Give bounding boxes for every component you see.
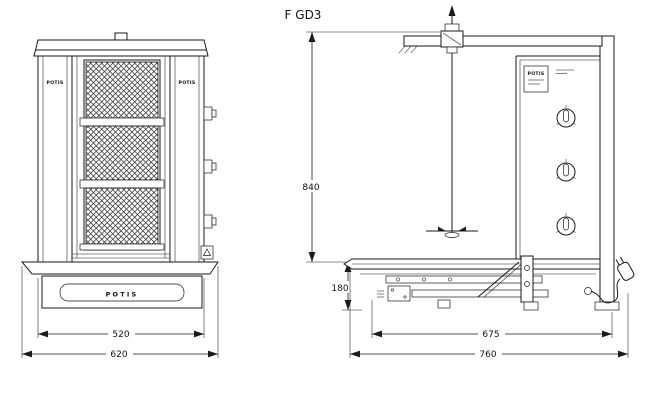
dim-label-520: 520 xyxy=(112,330,129,340)
right-column-brand-label: POTIS xyxy=(179,80,196,86)
burner-mesh-bottom xyxy=(85,187,159,245)
dimension-front-outer-width: 620 xyxy=(21,266,219,360)
brand-plate: POTIS xyxy=(523,65,549,93)
top-arm xyxy=(398,35,603,54)
dimension-height: 840 xyxy=(298,31,440,263)
skewer-tip-icon xyxy=(448,5,456,16)
drawing-title: F GD3 xyxy=(285,8,322,22)
junction-box xyxy=(377,285,411,302)
dim-label-675: 675 xyxy=(482,330,499,340)
valve-knob-icon xyxy=(203,214,217,229)
drawer-front: POTIS xyxy=(41,275,203,309)
drip-tray-front xyxy=(20,253,219,275)
burner-bottom-bar xyxy=(79,243,165,251)
base-foot xyxy=(523,301,539,311)
burner-divider-bar xyxy=(79,179,165,189)
dimension-side-outer-depth: 760 xyxy=(349,272,629,360)
top-cap xyxy=(33,32,209,57)
burner-grid-panels xyxy=(79,59,165,251)
panel-brand-label: POTIS xyxy=(528,71,545,77)
valve-knob-icon xyxy=(203,106,217,121)
dimension-front-inner-width: 520 xyxy=(37,278,205,340)
control-knob-icon xyxy=(556,213,576,236)
dim-label-620: 620 xyxy=(110,350,127,360)
igniter-box xyxy=(200,245,214,260)
dim-label-180: 180 xyxy=(331,284,348,294)
dim-label-760: 760 xyxy=(479,350,496,360)
rear-column xyxy=(594,35,620,311)
base-side xyxy=(343,255,601,311)
slide-rails xyxy=(385,275,549,298)
drawer-brand-label: POTIS xyxy=(106,291,139,299)
left-column: POTIS xyxy=(37,55,73,263)
burner-mesh-top xyxy=(85,61,159,119)
control-knob-icon xyxy=(556,159,576,182)
dim-label-840: 840 xyxy=(302,183,319,193)
left-column-brand-label: POTIS xyxy=(47,80,64,86)
gas-valve-knobs-front xyxy=(203,106,217,229)
dimension-base-height: 180 xyxy=(328,262,362,311)
skewer-rod xyxy=(426,53,478,238)
dimension-side-inner-depth: 675 xyxy=(371,300,613,340)
rear-foot xyxy=(594,301,620,311)
front-view: POTIS POTIS xyxy=(20,32,219,360)
power-cord xyxy=(584,256,635,304)
power-plug-icon xyxy=(615,256,635,281)
burner-divider-bar xyxy=(79,117,165,127)
side-view: 840 180 xyxy=(298,5,635,360)
burner-mesh-middle xyxy=(85,125,159,181)
cord-grommet xyxy=(584,287,592,295)
warning-triangle-icon xyxy=(202,248,212,256)
base-foot xyxy=(437,299,451,309)
motor-assembly xyxy=(440,5,464,54)
valve-knob-icon xyxy=(203,159,217,174)
control-knob-icon xyxy=(556,105,576,128)
spec-plate xyxy=(556,69,574,74)
skewer-disc xyxy=(444,232,460,238)
right-column: POTIS xyxy=(169,55,205,263)
pivot-bracket xyxy=(477,255,534,303)
